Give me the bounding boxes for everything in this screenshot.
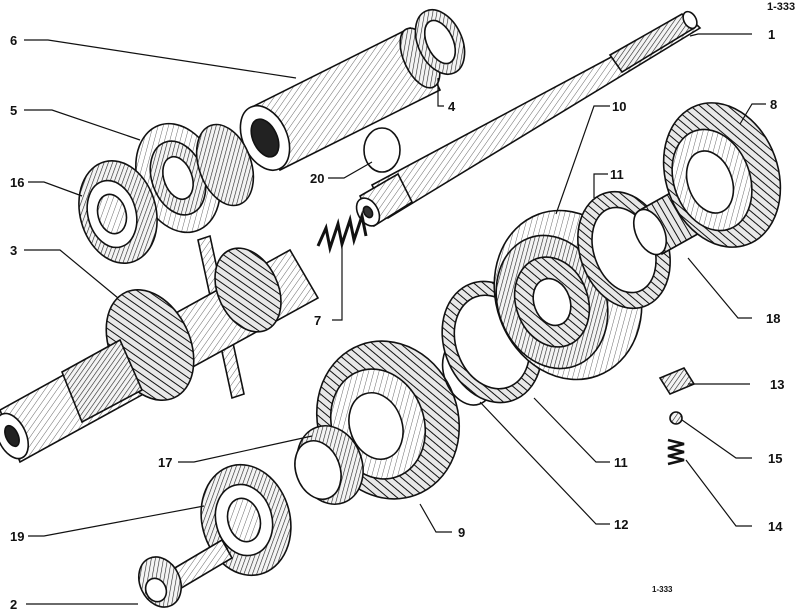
leader-7 bbox=[332, 246, 343, 321]
callout-4: 4 bbox=[448, 99, 456, 114]
leader-1 bbox=[689, 33, 752, 37]
callout-14: 14 bbox=[768, 519, 783, 534]
callout-11-lower: 11 bbox=[614, 455, 628, 470]
leader-9 bbox=[419, 503, 452, 533]
figure-reference-bottom: 1-333 bbox=[652, 585, 673, 594]
callout-10: 10 bbox=[612, 99, 626, 114]
callout-1: 1 bbox=[768, 27, 775, 42]
callout-17: 17 bbox=[158, 455, 172, 470]
leader-11b bbox=[533, 397, 610, 463]
callout-8: 8 bbox=[770, 97, 777, 112]
figure-reference-top: 1-333 bbox=[767, 1, 795, 13]
leader-lines bbox=[24, 33, 766, 605]
callout-12: 12 bbox=[614, 517, 628, 532]
bolt-nut bbox=[138, 538, 234, 608]
callout-6: 6 bbox=[10, 33, 17, 48]
leader-18 bbox=[687, 257, 752, 319]
counter-shaft bbox=[0, 247, 320, 464]
callout-labels: 1 2 3 4 5 6 7 8 9 10 11 11 12 13 14 15 1… bbox=[10, 27, 784, 609]
sleeve-shaft bbox=[239, 26, 442, 172]
leader-8 bbox=[739, 103, 766, 125]
callout-16: 16 bbox=[10, 175, 24, 190]
needle-bearing bbox=[294, 425, 364, 505]
spring bbox=[316, 210, 368, 254]
callout-7: 7 bbox=[314, 313, 321, 328]
callout-19: 19 bbox=[10, 529, 24, 544]
top-gear bbox=[662, 102, 782, 248]
callout-2: 2 bbox=[10, 597, 17, 609]
flange-housing bbox=[135, 122, 255, 234]
leader-5 bbox=[24, 109, 141, 141]
leader-19 bbox=[28, 505, 205, 537]
leader-11a bbox=[593, 173, 608, 198]
callout-15: 15 bbox=[768, 451, 782, 466]
ring-seal bbox=[414, 9, 466, 75]
leader-15 bbox=[681, 419, 752, 459]
detent-spring bbox=[667, 438, 685, 466]
callout-5: 5 bbox=[10, 103, 17, 118]
leader-17 bbox=[178, 435, 313, 463]
leader-4 bbox=[437, 78, 444, 107]
leader-12 bbox=[479, 401, 610, 525]
callout-18: 18 bbox=[766, 311, 780, 326]
callout-11-upper: 11 bbox=[610, 167, 624, 182]
leader-16 bbox=[28, 181, 83, 197]
leader-6 bbox=[24, 39, 297, 79]
leader-10 bbox=[555, 105, 610, 215]
leader-3 bbox=[24, 249, 119, 299]
callout-13: 13 bbox=[770, 377, 784, 392]
ball-bearing bbox=[78, 160, 158, 264]
leader-14 bbox=[685, 459, 752, 527]
shift-key bbox=[658, 367, 696, 395]
callout-20: 20 bbox=[310, 171, 324, 186]
snap-ring bbox=[363, 127, 401, 173]
callout-9: 9 bbox=[458, 525, 465, 540]
callout-3: 3 bbox=[10, 243, 17, 258]
detent-ball bbox=[669, 411, 683, 425]
leader-20 bbox=[328, 161, 373, 179]
